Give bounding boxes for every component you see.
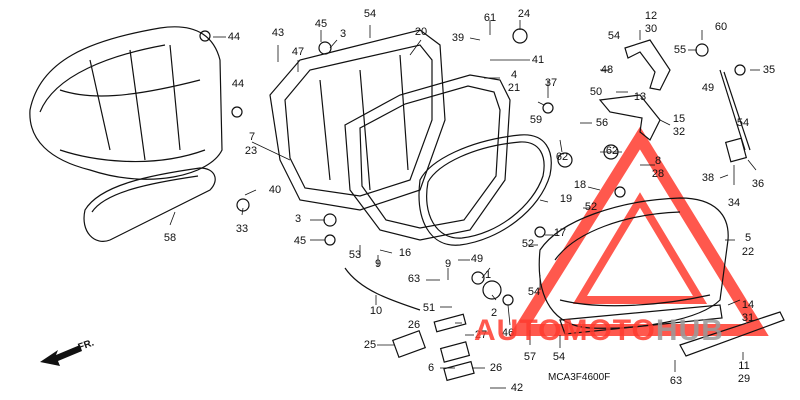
- callout-18: 18: [573, 179, 587, 191]
- watermark-brand-b: HUB: [655, 314, 724, 347]
- callout-13: 13: [633, 91, 647, 103]
- callout-25: 25: [363, 339, 377, 351]
- callout-14: 14: [741, 299, 755, 311]
- callout-51: 51: [422, 302, 436, 314]
- callout-55: 55: [673, 44, 687, 56]
- callout-57: 57: [523, 351, 537, 363]
- callout-62a: 62: [555, 151, 569, 163]
- callout-44b: 44: [231, 78, 245, 90]
- callout-62b: 62: [605, 145, 619, 157]
- callout-50: 50: [589, 86, 603, 98]
- watermark-text: AUTOMOTOHUB: [474, 314, 724, 348]
- callout-37: 37: [544, 77, 558, 89]
- callout-9a: 9: [374, 258, 382, 270]
- callout-63a: 63: [407, 273, 421, 285]
- callout-2: 2: [490, 307, 498, 319]
- callout-32: 32: [672, 126, 686, 138]
- diagram-code: MCA3F4600F: [548, 372, 611, 383]
- callout-54b: 54: [607, 30, 621, 42]
- callout-43: 43: [271, 27, 285, 39]
- callout-40: 40: [268, 184, 282, 196]
- watermark-logo: [509, 126, 769, 336]
- callout-54a: 54: [363, 8, 377, 20]
- callout-3a: 3: [339, 28, 347, 40]
- callout-44a: 44: [227, 31, 241, 43]
- callout-53: 53: [348, 249, 362, 261]
- callout-35: 35: [762, 64, 776, 76]
- callout-63b: 63: [669, 375, 683, 387]
- callout-61: 61: [483, 12, 497, 24]
- callout-4: 4: [510, 69, 518, 81]
- callout-29: 29: [737, 373, 751, 385]
- callout-39: 39: [451, 32, 465, 44]
- watermark-brand-a: AUTOMOTO: [474, 314, 656, 347]
- callout-49b: 49: [470, 253, 484, 265]
- callout-42: 42: [510, 382, 524, 394]
- callout-21: 21: [507, 82, 521, 94]
- callout-47: 47: [291, 46, 305, 58]
- callout-16: 16: [398, 247, 412, 259]
- callout-48: 48: [600, 64, 614, 76]
- callout-59: 59: [529, 114, 543, 126]
- callout-34: 34: [727, 197, 741, 209]
- callout-58: 58: [163, 232, 177, 244]
- callout-5: 5: [744, 232, 752, 244]
- callout-22: 22: [741, 246, 755, 258]
- callout-45a: 45: [314, 18, 328, 30]
- callout-41: 41: [531, 54, 545, 66]
- callout-8: 8: [654, 155, 662, 167]
- callout-17: 17: [553, 227, 567, 239]
- callout-19: 19: [559, 193, 573, 205]
- callout-52a: 52: [584, 201, 598, 213]
- callout-36: 36: [751, 178, 765, 190]
- callout-28: 28: [651, 168, 665, 180]
- callout-54d: 54: [527, 286, 541, 298]
- callout-56: 56: [595, 117, 609, 129]
- part-outlines: [29, 26, 785, 382]
- callout-26a: 26: [407, 319, 421, 331]
- callout-3b: 3: [294, 213, 302, 225]
- callout-6: 6: [427, 362, 435, 374]
- callout-1: 1: [484, 269, 492, 281]
- callout-30: 30: [644, 23, 658, 35]
- callout-20: 20: [414, 26, 428, 38]
- callout-11: 11: [738, 360, 750, 372]
- callout-15: 15: [672, 113, 686, 125]
- callout-23: 23: [244, 145, 258, 157]
- callout-60: 60: [714, 21, 728, 33]
- callout-27: 27: [474, 329, 488, 341]
- callout-49a: 49: [701, 82, 715, 94]
- callout-24: 24: [517, 8, 531, 20]
- callout-45b: 45: [293, 235, 307, 247]
- callout-46: 46: [501, 327, 515, 339]
- leader-lines: [169, 20, 760, 389]
- callout-38: 38: [701, 172, 715, 184]
- callout-33: 33: [235, 223, 249, 235]
- callout-12: 12: [644, 10, 658, 22]
- callout-9b: 9: [444, 258, 452, 270]
- callout-26b: 26: [489, 362, 503, 374]
- callout-31: 31: [741, 312, 755, 324]
- fr-arrow-icon: [40, 345, 82, 366]
- callout-10: 10: [369, 305, 383, 317]
- callout-54c: 54: [736, 117, 750, 129]
- callout-7: 7: [248, 131, 256, 143]
- callout-52b: 52: [521, 238, 535, 250]
- callout-54e: 54: [552, 351, 566, 363]
